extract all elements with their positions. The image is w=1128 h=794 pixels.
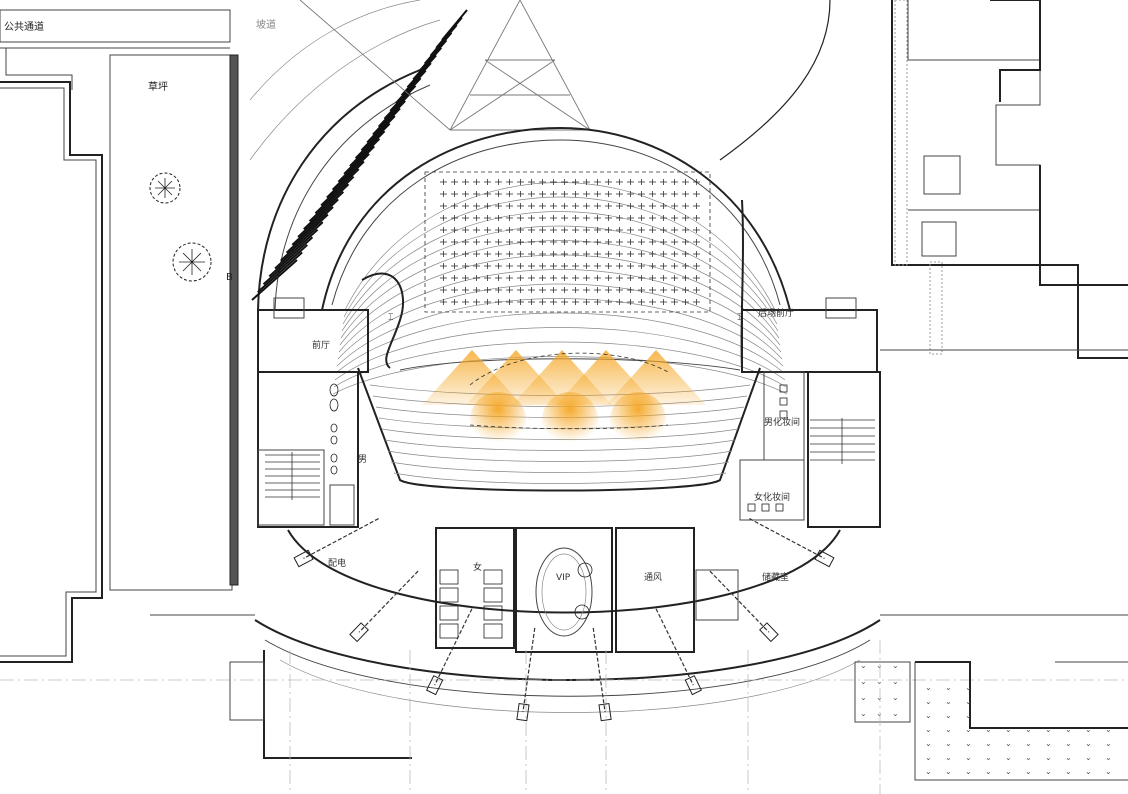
svg-text:⌶: ⌶ xyxy=(737,313,742,323)
power-room-label: 配电 xyxy=(328,557,346,569)
svg-text:⌄: ⌄ xyxy=(925,739,932,748)
small-toilet xyxy=(695,569,739,621)
lower-wing: 配电 储藏室 xyxy=(254,529,881,713)
svg-text:⌄: ⌄ xyxy=(945,697,952,706)
ventilation-room: 通风 xyxy=(615,527,695,653)
svg-text:⌄: ⌄ xyxy=(965,725,972,734)
svg-text:⌄: ⌄ xyxy=(860,661,867,670)
storage-room-label: 储藏室 xyxy=(762,571,789,583)
svg-text:⌄: ⌄ xyxy=(965,739,972,748)
svg-text:⌶: ⌶ xyxy=(388,313,393,323)
columns xyxy=(293,518,835,722)
ramp: 坡道 xyxy=(249,0,468,311)
svg-text:⌄: ⌄ xyxy=(1025,739,1032,748)
svg-text:⌄: ⌄ xyxy=(965,753,972,762)
svg-text:⌄: ⌄ xyxy=(925,753,932,762)
svg-text:⌄: ⌄ xyxy=(1045,753,1052,762)
svg-text:⌄: ⌄ xyxy=(1045,767,1052,776)
back-lobby-label: 后场前厅 xyxy=(758,307,794,319)
svg-text:⌄: ⌄ xyxy=(965,711,972,720)
tree-icon xyxy=(172,242,212,282)
svg-text:⌄: ⌄ xyxy=(1085,767,1092,776)
axis-b-label: B xyxy=(226,272,233,283)
svg-text:⌄: ⌄ xyxy=(860,677,867,686)
lawn-area: 草坪 B xyxy=(0,48,239,663)
svg-text:⌄: ⌄ xyxy=(860,693,867,702)
svg-text:⌄: ⌄ xyxy=(892,693,899,702)
svg-text:⌄: ⌄ xyxy=(985,739,992,748)
womens-toilet-label: 女 xyxy=(473,561,482,573)
left-wing: 男 xyxy=(257,371,367,528)
svg-text:⌄: ⌄ xyxy=(892,677,899,686)
grid-lines xyxy=(289,640,881,794)
svg-text:⌄: ⌄ xyxy=(1085,725,1092,734)
svg-text:⌄: ⌄ xyxy=(945,767,952,776)
svg-text:⌄: ⌄ xyxy=(1065,767,1072,776)
svg-text:⌄: ⌄ xyxy=(876,677,883,686)
svg-text:⌄: ⌄ xyxy=(945,711,952,720)
svg-text:⌄: ⌄ xyxy=(925,697,932,706)
svg-text:⌄: ⌄ xyxy=(1085,739,1092,748)
svg-text:⌄: ⌄ xyxy=(1025,753,1032,762)
svg-text:⌄: ⌄ xyxy=(1045,725,1052,734)
mens-dressing-label: 男化妆间 xyxy=(764,416,800,428)
svg-text:⌄: ⌄ xyxy=(876,709,883,718)
svg-text:⌄: ⌄ xyxy=(945,725,952,734)
svg-text:⌄: ⌄ xyxy=(892,661,899,670)
right-wing: 男化妆间 女化妆间 xyxy=(739,371,881,528)
svg-text:⌄: ⌄ xyxy=(985,767,992,776)
svg-text:⌄: ⌄ xyxy=(925,711,932,720)
svg-text:⌄: ⌄ xyxy=(925,683,932,692)
svg-text:⌄: ⌄ xyxy=(965,697,972,706)
light-effect xyxy=(422,350,706,448)
right-building xyxy=(880,0,1128,359)
svg-text:⌄: ⌄ xyxy=(1065,753,1072,762)
womens-toilet: 女 xyxy=(435,527,515,649)
bottom-area: ⌄ ⌄ ⌄ ⌄ ⌄ ⌄ ⌄ ⌄ ⌄ ⌄ ⌄ ⌄ ⌄ ⌄ ⌄ ⌄ ⌄ ⌄ ⌄ ⌄ ⌄ ⌄ ⌄ ⌄ ⌄ ⌄ ⌄ ⌄ ⌄ ⌄ ⌄ ⌄ ⌄ ⌄ ⌄ ⌄ ⌄ ⌄ ⌄ ⌄… xyxy=(0,614,1128,781)
svg-text:⌄: ⌄ xyxy=(892,709,899,718)
svg-text:⌄: ⌄ xyxy=(925,767,932,776)
svg-text:⌄: ⌄ xyxy=(1065,739,1072,748)
svg-text:⌄: ⌄ xyxy=(876,661,883,670)
svg-text:⌄: ⌄ xyxy=(1105,725,1112,734)
ramp-label: 坡道 xyxy=(256,18,276,31)
svg-text:⌄: ⌄ xyxy=(1005,753,1012,762)
svg-text:⌄: ⌄ xyxy=(1085,753,1092,762)
svg-text:⌄: ⌄ xyxy=(925,725,932,734)
svg-text:⌄: ⌄ xyxy=(1025,725,1032,734)
mens-toilet-label: 男 xyxy=(358,454,367,465)
svg-text:⌄: ⌄ xyxy=(965,683,972,692)
svg-text:⌄: ⌄ xyxy=(1105,739,1112,748)
svg-text:⌄: ⌄ xyxy=(1065,725,1072,734)
svg-text:⌄: ⌄ xyxy=(985,753,992,762)
svg-text:⌄: ⌄ xyxy=(945,753,952,762)
vip-label: VIP xyxy=(556,573,571,583)
svg-text:⌄: ⌄ xyxy=(1105,753,1112,762)
svg-text:⌄: ⌄ xyxy=(1105,767,1112,776)
front-lobby: 前厅 ⌶ xyxy=(257,309,393,373)
svg-text:⌄: ⌄ xyxy=(876,693,883,702)
svg-text:⌄: ⌄ xyxy=(985,725,992,734)
svg-text:⌄: ⌄ xyxy=(1025,767,1032,776)
svg-text:⌄: ⌄ xyxy=(860,709,867,718)
svg-text:⌄: ⌄ xyxy=(945,683,952,692)
vip-room: VIP xyxy=(515,527,613,653)
ventilation-label: 通风 xyxy=(644,572,662,583)
svg-text:⌄: ⌄ xyxy=(1005,725,1012,734)
svg-text:⌄: ⌄ xyxy=(1045,739,1052,748)
public-corridor: 公共通道 xyxy=(0,9,231,49)
svg-text:⌄: ⌄ xyxy=(965,767,972,776)
tree-icon xyxy=(149,172,181,204)
front-lobby-label: 前厅 xyxy=(312,339,330,351)
lawn-label: 草坪 xyxy=(148,80,168,93)
womens-dressing-label: 女化妆间 xyxy=(754,491,790,503)
public-corridor-label: 公共通道 xyxy=(4,20,44,33)
svg-text:⌄: ⌄ xyxy=(1005,739,1012,748)
svg-text:⌄: ⌄ xyxy=(1005,767,1012,776)
svg-text:⌄: ⌄ xyxy=(945,739,952,748)
